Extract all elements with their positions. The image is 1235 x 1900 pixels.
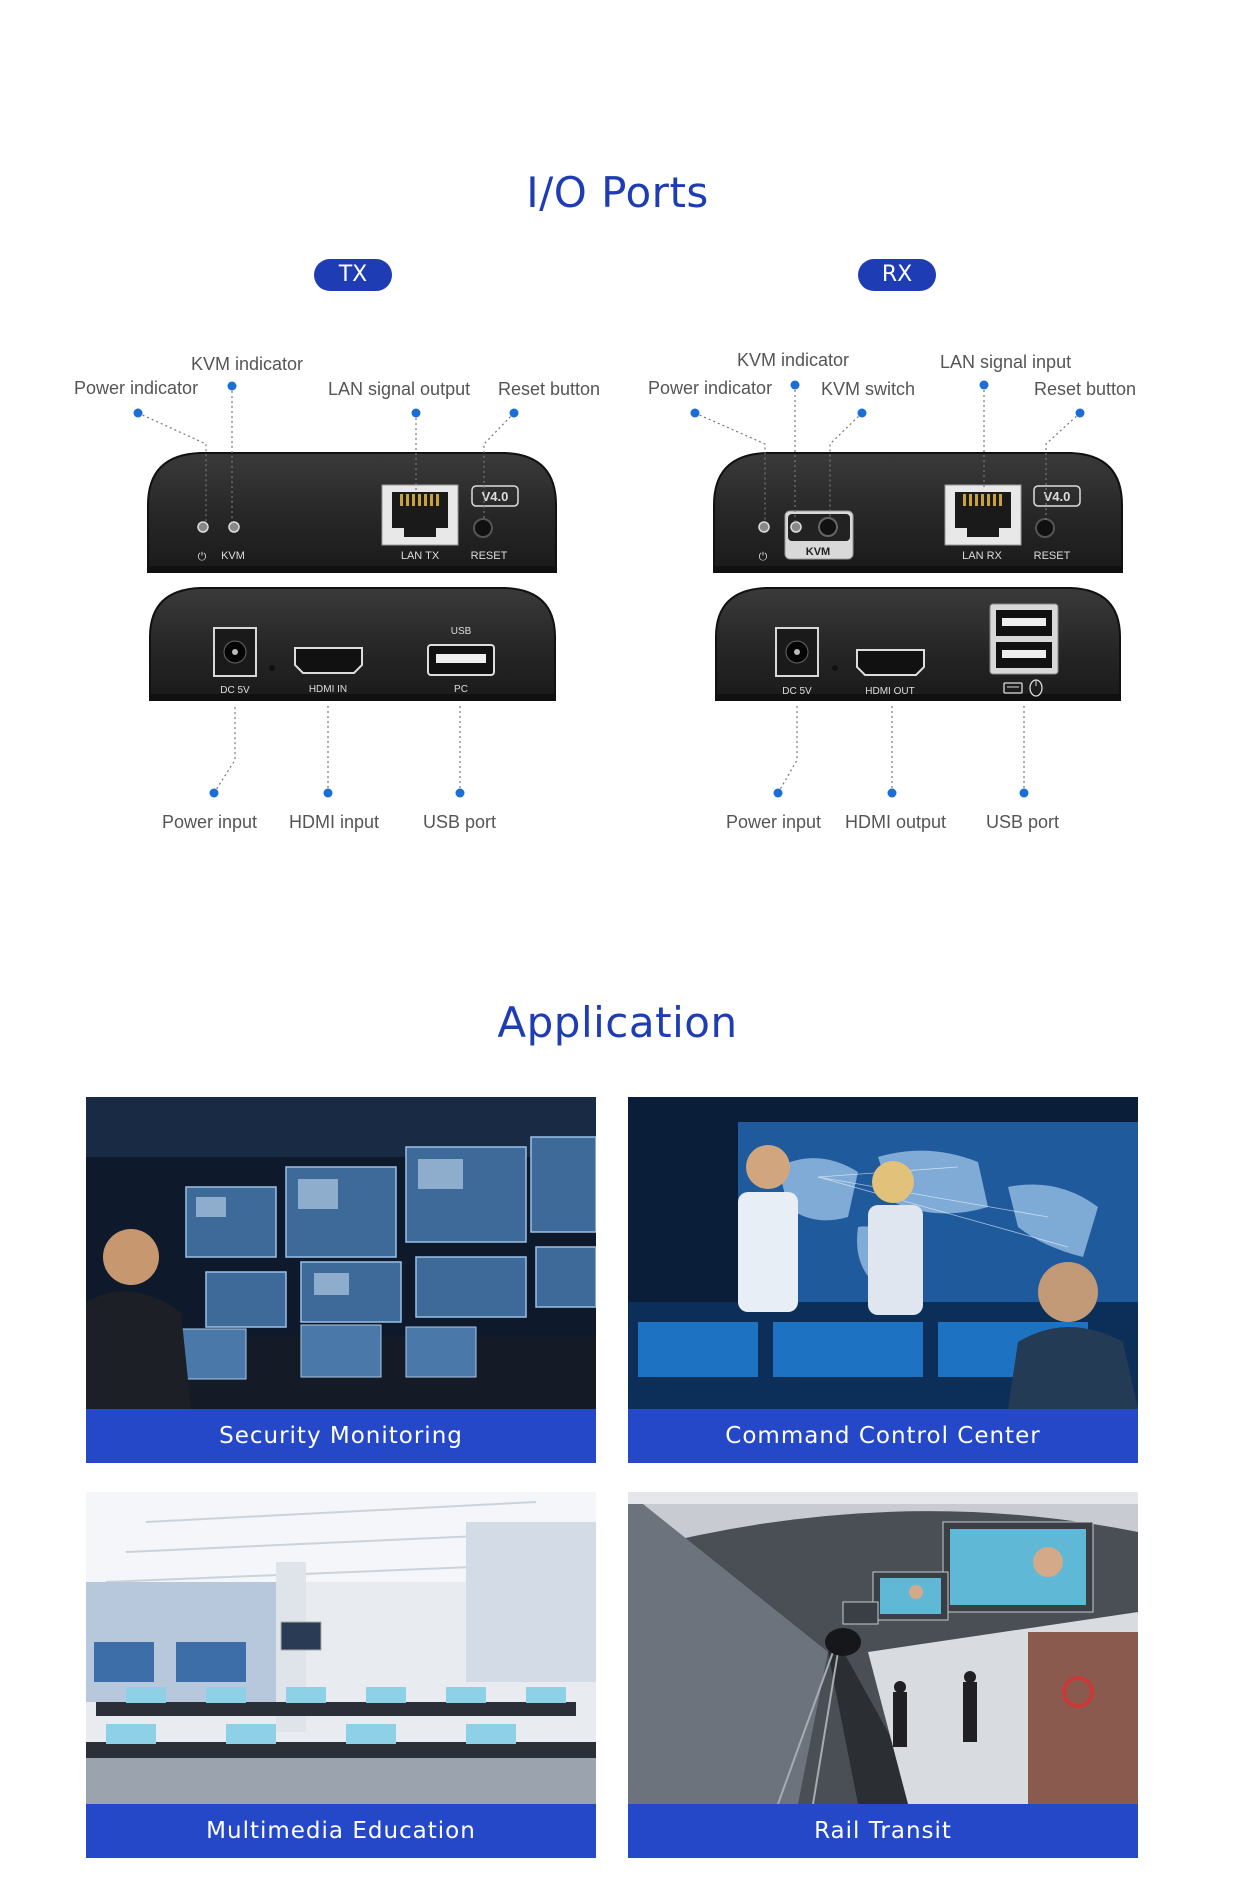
- rx-power-symbol: ⏻: [759, 551, 768, 563]
- tx-usb-port-label: USB port: [423, 812, 497, 832]
- tx-reset-button-icon: [473, 518, 493, 538]
- rx-hdmi-output-dot: [887, 788, 897, 798]
- application-tile-rail-transit: Rail Transit: [628, 1492, 1138, 1858]
- tx-top-panel: ⏻ KVM LAN TX V4.0 RESET: [147, 452, 557, 573]
- application-tile-multimedia-education: Multimedia Education: [86, 1492, 596, 1858]
- command-control-center-caption: Command Control Center: [628, 1409, 1138, 1463]
- rx-kvm-indicator-label: KVM indicator: [737, 350, 850, 370]
- tx-bottom-panel: DC 5V HDMI IN USB PC: [149, 587, 556, 701]
- tx-dc-jack-icon: [213, 627, 257, 677]
- tx-lan-output-label: LAN signal output: [328, 379, 471, 399]
- tx-power-indicator-label: Power indicator: [74, 378, 199, 398]
- rx-kvm-switch-icon: [818, 517, 838, 537]
- tx-dc-label: DC 5V: [220, 685, 250, 696]
- rail-transit-image: [628, 1492, 1138, 1804]
- rx-top-panel: ⏻ KVM LAN RX V4.0 RESET: [713, 452, 1123, 573]
- command-control-center-image: [628, 1097, 1138, 1409]
- rx-kvm-switch-label: KVM switch: [821, 379, 916, 399]
- io-ports-diagram: ⏻ KVM LAN TX V4.0 RESET DC 5V: [133, 380, 1123, 798]
- rx-lan-label: LAN RX: [962, 550, 1002, 562]
- tx-callouts: [137, 386, 515, 794]
- rx-power-indicator-dot: [690, 408, 700, 418]
- rx-hdmi-port-icon: [856, 649, 925, 676]
- tx-kvm-label: KVM: [221, 550, 245, 562]
- tx-badge: TX: [314, 259, 392, 291]
- rx-power-led-icon: [758, 521, 770, 533]
- rx-reset-dot: [1075, 408, 1085, 418]
- tx-power-indicator-dot: [133, 408, 143, 418]
- tx-reset-label: RESET: [471, 550, 508, 562]
- tx-kvm-indicator-dot: [227, 381, 237, 391]
- rx-usb-ports-icon: [989, 603, 1059, 675]
- rx-kvm-switch-dot: [857, 408, 867, 418]
- security-monitoring-image: [86, 1097, 596, 1409]
- rx-dc-label: DC 5V: [782, 686, 812, 697]
- tx-hdmi-input-label: HDMI input: [289, 812, 380, 832]
- security-monitoring-caption: Security Monitoring: [86, 1409, 596, 1463]
- rx-usb-port-dot: [1019, 788, 1029, 798]
- rx-hdmi-label: HDMI OUT: [865, 686, 914, 697]
- application-title: Application: [497, 998, 738, 1047]
- application-tile-security-monitoring: Security Monitoring: [86, 1097, 596, 1463]
- tx-version-badge: V4.0: [482, 489, 509, 504]
- rx-version-badge: V4.0: [1044, 489, 1071, 504]
- tx-reset-dot: [509, 408, 519, 418]
- rx-reset-label: RESET: [1034, 550, 1071, 562]
- tx-usb-port-icon: [427, 644, 495, 676]
- rx-kvm-indicator-dot: [790, 380, 800, 390]
- tx-hdmi-input-dot: [323, 788, 333, 798]
- rx-lan-input-dot: [979, 380, 989, 390]
- rx-reset-button-label: Reset button: [1034, 379, 1137, 399]
- rx-lan-input-label: LAN signal input: [940, 352, 1072, 372]
- rx-dc-jack-icon: [775, 627, 819, 677]
- tx-usb-bottom-label: PC: [454, 684, 468, 695]
- tx-kvm-indicator-label: KVM indicator: [191, 354, 304, 374]
- tx-hdmi-port-icon: [294, 647, 363, 674]
- io-ports-title: I/O Ports: [526, 168, 709, 217]
- tx-hdmi-label: HDMI IN: [309, 684, 347, 695]
- tx-usb-port-dot: [455, 788, 465, 798]
- multimedia-education-caption: Multimedia Education: [86, 1804, 596, 1858]
- tx-power-led-icon: [197, 521, 209, 533]
- application-tile-command-control-center: Command Control Center: [628, 1097, 1138, 1463]
- tx-lan-output-dot: [411, 408, 421, 418]
- rx-callouts: [694, 385, 1081, 794]
- tx-lan-port-icon: [381, 484, 459, 546]
- rx-lan-port-icon: [944, 484, 1022, 546]
- rx-usb-port-label: USB port: [986, 812, 1060, 832]
- rail-transit-caption: Rail Transit: [628, 1804, 1138, 1858]
- tx-reset-button-label: Reset button: [498, 379, 601, 399]
- tx-power-symbol: ⏻: [198, 551, 207, 563]
- rx-power-input-dot: [773, 788, 783, 798]
- rx-power-input-label: Power input: [726, 812, 822, 832]
- rx-kvm-switch-block: KVM: [784, 510, 854, 560]
- keyboard-mouse-icon: [1003, 679, 1043, 697]
- tx-power-input-label: Power input: [162, 812, 258, 832]
- rx-kvm-label: KVM: [806, 546, 830, 558]
- multimedia-education-image: [86, 1492, 596, 1804]
- tx-power-input-dot: [209, 788, 219, 798]
- rx-hdmi-output-label: HDMI output: [845, 812, 947, 832]
- rx-power-indicator-label: Power indicator: [648, 378, 773, 398]
- tx-lan-label: LAN TX: [401, 550, 440, 562]
- tx-kvm-led-icon: [228, 521, 240, 533]
- rx-badge: RX: [858, 259, 936, 291]
- rx-reset-button-icon: [1035, 518, 1055, 538]
- tx-usb-top-label: USB: [451, 626, 472, 637]
- rx-bottom-panel: DC 5V HDMI OUT: [715, 587, 1121, 701]
- rx-kvm-led-icon: [790, 521, 802, 533]
